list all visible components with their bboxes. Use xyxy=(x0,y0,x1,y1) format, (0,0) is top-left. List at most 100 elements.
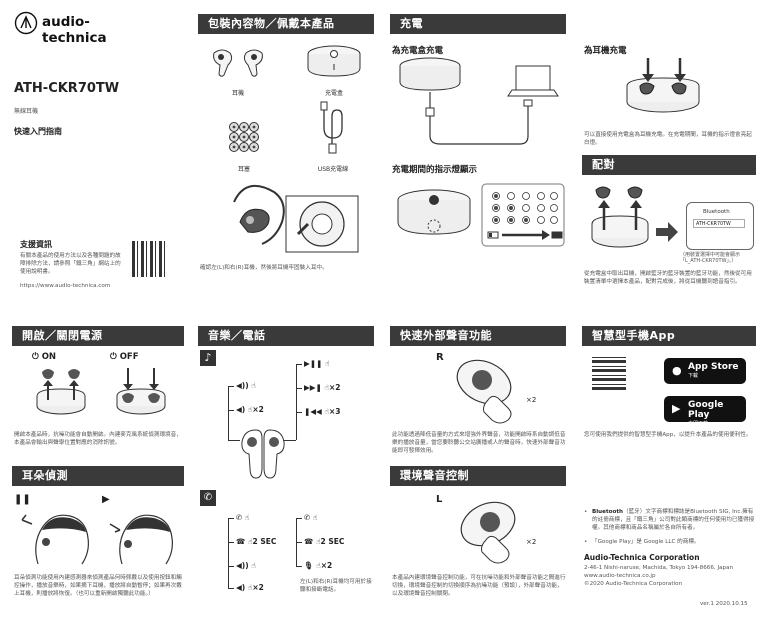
music-left-stem xyxy=(228,410,229,440)
music-header: 音樂／電話 xyxy=(198,326,374,346)
answer-call-control: ✆ ☝ xyxy=(236,513,249,522)
pairing-note: 從充電盒中取出耳機，開啟藍牙的藍牙裝置的藍牙功能，然後從可用裝置清單中選擇本產品… xyxy=(584,271,752,285)
company-copyright: ©2020 Audio-Technica Corporation xyxy=(584,581,683,587)
music-right-to-bud xyxy=(284,440,296,441)
pause-icon: ❚❚ xyxy=(14,494,31,505)
music-right-branch-1 xyxy=(296,364,302,365)
quick-tap-count: ×2 xyxy=(526,396,537,404)
brand-logo: audio-technica xyxy=(14,11,134,46)
music-right-branch-2 xyxy=(296,388,302,389)
power-header: 開啟／關閉電源 xyxy=(12,326,184,346)
quick-earbud-tap-diagram xyxy=(456,359,512,424)
support-title: 支援資訊 xyxy=(20,240,52,249)
phone-device-item[interactable]: ATH-CKR70TW xyxy=(693,219,745,228)
reject-duration: 2 SEC xyxy=(252,537,277,546)
call-icon: ✆ ☝ xyxy=(304,513,318,522)
phone-bluetooth-label: Bluetooth xyxy=(703,209,730,215)
music-left-branch-2 xyxy=(228,410,234,411)
power-off-diagram xyxy=(116,368,166,415)
quick-side-label: R xyxy=(436,352,444,363)
call-vol-down-control: ◀) ☝×2 xyxy=(236,583,264,592)
wearing-illustration xyxy=(233,184,359,253)
charge-ear-title: 為耳機充電 xyxy=(584,46,627,56)
power-on-diagram xyxy=(36,369,86,415)
eartips-image xyxy=(229,122,259,152)
support-url[interactable]: https://www.audio-technica.com xyxy=(20,283,111,289)
mute-duration: 2 SEC xyxy=(320,537,345,546)
call-left-branch-1 xyxy=(228,518,234,519)
phone-note: （用裝置選擇中可能會顯示「L_ATH-CKR70TW」。） xyxy=(680,252,741,264)
vol-down-count: ×2 xyxy=(252,405,264,414)
power-icon: ⏻ xyxy=(110,352,120,362)
ambient-header: 環境聲音控制 xyxy=(390,466,566,486)
bluetooth-word: Bluetooth xyxy=(592,509,623,515)
vol-up-control: ◀)) ☝ xyxy=(236,381,256,390)
music-left-tree xyxy=(228,386,229,410)
legal-bluetooth: • Bluetooth（藍牙）文字商標和標誌是Bluetooth SIG, In… xyxy=(584,508,756,532)
ambient-earbud-tap-diagram xyxy=(460,501,516,564)
earbud-charging-diagram xyxy=(626,58,700,113)
reject-call-right-control: ☎ ☝2 SEC xyxy=(304,537,344,546)
guide-title: 快速入門指南 xyxy=(14,127,62,136)
app-store-label: App Store xyxy=(688,362,739,372)
wearing-note: 確認左(L)和右(R)耳機，然後將耳機牢固裝入耳中。 xyxy=(200,265,328,271)
google-play-label: Google Play xyxy=(688,400,724,420)
support-qr-code[interactable] xyxy=(132,241,168,277)
app-store-button[interactable]: ● App Store 下載 xyxy=(664,358,746,384)
call-left-tree xyxy=(228,518,229,588)
charge-case-title: 為充電盒充電 xyxy=(392,46,444,56)
legal-google: • 「Google Play」是 Google LLC 的商標。 xyxy=(584,538,756,546)
volume-up-icon: ◀)) ☝ xyxy=(236,381,256,390)
call-right-branch-3 xyxy=(296,566,302,567)
ambient-side-label: L xyxy=(436,494,443,505)
phone-screen[interactable]: Bluetooth ATH-CKR70TW xyxy=(686,202,754,250)
call-icon: ✆ ☝ xyxy=(236,513,250,522)
play-pause-control: ▶❚❚ ☝ xyxy=(304,359,330,368)
quick-note: 此功能透過降低音量的方式來增強外界聲音，功能開啟時系自動調低音樂的播放音量，當您… xyxy=(392,432,566,454)
pairing-header: 配對 xyxy=(582,155,756,175)
music-right-stem xyxy=(296,412,297,440)
bullet: • xyxy=(584,509,588,515)
end-call-control: ✆ ☝ xyxy=(304,513,317,522)
earbuds-caption: 耳機 xyxy=(231,90,244,97)
ambient-tap-count: ×2 xyxy=(526,538,537,546)
power-icon: ⏻ xyxy=(32,352,42,362)
usb-cable-image xyxy=(320,101,343,154)
mic-count: ×2 xyxy=(320,561,333,570)
pairing-arrow-icon xyxy=(656,222,678,242)
prev-track-control: ❚◀◀ ☝×3 xyxy=(304,407,341,416)
company-web[interactable]: www.audio-technica.co.jp xyxy=(584,573,656,579)
music-left-to-bud xyxy=(228,440,240,441)
ear-detect-remove-illustration xyxy=(21,514,89,565)
app-note: 您可使用我們提供的智慧型手機App，以提升本產品的使用便利性。 xyxy=(584,432,752,438)
brand-logo-icon xyxy=(14,11,38,35)
brand-name: audio-technica xyxy=(42,14,107,46)
phone-icon: ✆ xyxy=(200,490,216,506)
next-track-icon: ▶▶❚ ☝ xyxy=(304,383,329,392)
package-header: 包裝內容物／佩戴本產品 xyxy=(198,14,374,34)
call-right-branch-1 xyxy=(296,518,302,519)
volume-up-icon: ◀)) ☝ xyxy=(236,561,256,570)
usb-cable-caption: USB充電線 xyxy=(317,166,349,173)
case-charging-diagram xyxy=(399,57,559,145)
music-earbuds-image xyxy=(241,429,285,479)
hangup-icon: ☎ ☝ xyxy=(304,537,321,546)
music-note-icon: ♪ xyxy=(200,350,216,366)
volume-down-icon: ◀) ☝ xyxy=(236,405,253,414)
power-note: 開啟本產品時，抗噪功能會自動開啟。內建麥克風系統偵測環境音，本產品會輸出與聲學位… xyxy=(14,432,182,446)
power-off-text: OFF xyxy=(119,352,139,362)
hangup-icon: ☎ ☝ xyxy=(236,537,253,546)
charge-ear-note: 可以直接使用充電盒為耳機充電。在充電期間，耳機的指示燈會亮起白燈。 xyxy=(584,132,752,146)
product-model: ATH-CKR70TW xyxy=(14,81,120,96)
support-text: 有關本產品的使用方法以及各種問題的故障排除方法，請參照「鐵三角」網站上的使用說明… xyxy=(20,253,121,275)
google-play-button[interactable]: ▶ Google Play 立即下載 xyxy=(664,396,746,427)
prev-track-icon: ❚◀◀ ☝ xyxy=(304,407,329,416)
mic-mute-control: 🎙 ☝×2 xyxy=(304,561,332,570)
app-qr-code[interactable] xyxy=(592,356,626,390)
company-address: 2-46-1 Nishi-naruse, Machida, Tokyo 194-… xyxy=(584,565,734,571)
google-play-sublabel: 立即下載 xyxy=(688,421,709,427)
music-right-branch-3 xyxy=(296,412,302,413)
power-on-label: ⏻ ON xyxy=(32,352,56,362)
legal-google-text: 「Google Play」是 Google LLC 的商標。 xyxy=(592,539,700,545)
apple-icon: ● xyxy=(672,364,682,377)
